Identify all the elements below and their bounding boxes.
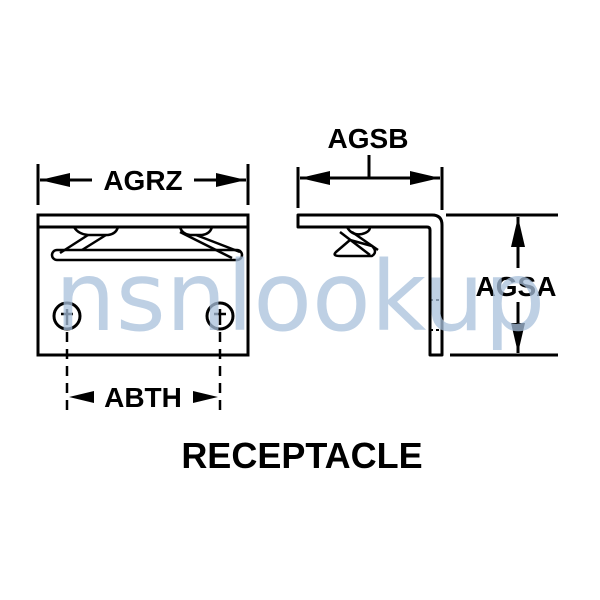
label-agsa: AGSA [476,271,557,302]
label-agrz: AGRZ [103,165,182,196]
side-view [296,213,444,357]
spring-clip-front [50,226,244,262]
label-agsb: AGSB [328,123,409,154]
front-view [36,213,250,410]
dimension-abth [69,391,218,403]
front-body-outline [36,213,250,357]
watermark-text: nsnlookup [55,241,545,353]
side-bracket-profile [296,213,444,357]
spring-clip-side [333,226,379,258]
label-abth: ABTH [104,382,182,413]
dimension-agsb [296,155,444,210]
mounting-hole-right [205,301,235,331]
dimension-agrz [36,164,250,205]
diagram-title: RECEPTACLE [181,435,422,476]
dimension-agsa [446,213,558,357]
mounting-hole-left [52,301,82,331]
